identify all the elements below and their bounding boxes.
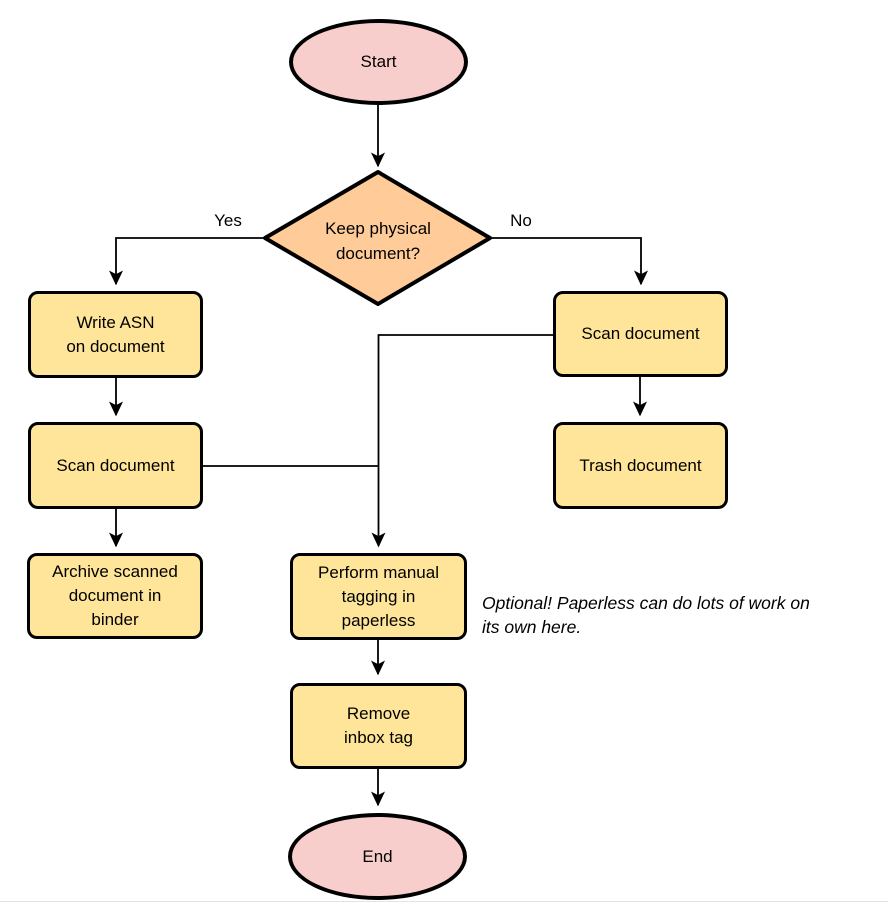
node-start-label: Start xyxy=(360,52,397,71)
edge-decision-yes-to-write-asn xyxy=(108,237,266,286)
node-perform-tagging-label: Perform manual tagging in paperless xyxy=(318,562,439,630)
edge-label-yes: Yes xyxy=(214,211,242,230)
node-remove-inbox-tag: Remove inbox tag xyxy=(290,683,467,769)
edge-decision-no-to-scan-right xyxy=(489,237,649,286)
node-write-asn-label: Write ASN on document xyxy=(66,312,165,356)
node-scan-document-right: Scan document xyxy=(553,291,728,377)
edge-scan-right-to-perform-tagging xyxy=(371,334,553,548)
node-write-asn-on-document: Write ASN on document xyxy=(28,291,203,378)
node-start: Start xyxy=(289,19,468,105)
node-archive-label: Archive scanned document in binder xyxy=(52,562,178,629)
annotation-line-1: Optional! Paperless can do lots of work … xyxy=(482,593,810,613)
node-archive-scanned-document: Archive scanned document in binder xyxy=(27,553,203,639)
node-end: End xyxy=(288,813,467,900)
page-bottom-divider xyxy=(0,901,888,902)
decision-diamond-keep-physical-document xyxy=(263,170,492,306)
node-scan-left-label: Scan document xyxy=(56,455,175,475)
annotation-line-2: its own here. xyxy=(482,616,582,637)
node-trash-label: Trash document xyxy=(579,455,702,475)
node-scan-document-left: Scan document xyxy=(28,422,203,509)
node-perform-manual-tagging: Perform manual tagging in paperless xyxy=(290,553,467,640)
edge-label-no: No xyxy=(510,211,532,230)
node-end-label: End xyxy=(362,846,393,866)
node-trash-document: Trash document xyxy=(553,422,728,509)
node-decision-label: Keep physical document? xyxy=(325,219,431,263)
node-scan-right-label: Scan document xyxy=(581,324,700,343)
annotation-optional-paperless: Optional! Paperless can do lots of work … xyxy=(482,592,882,639)
node-remove-inbox-label: Remove inbox tag xyxy=(344,704,413,747)
